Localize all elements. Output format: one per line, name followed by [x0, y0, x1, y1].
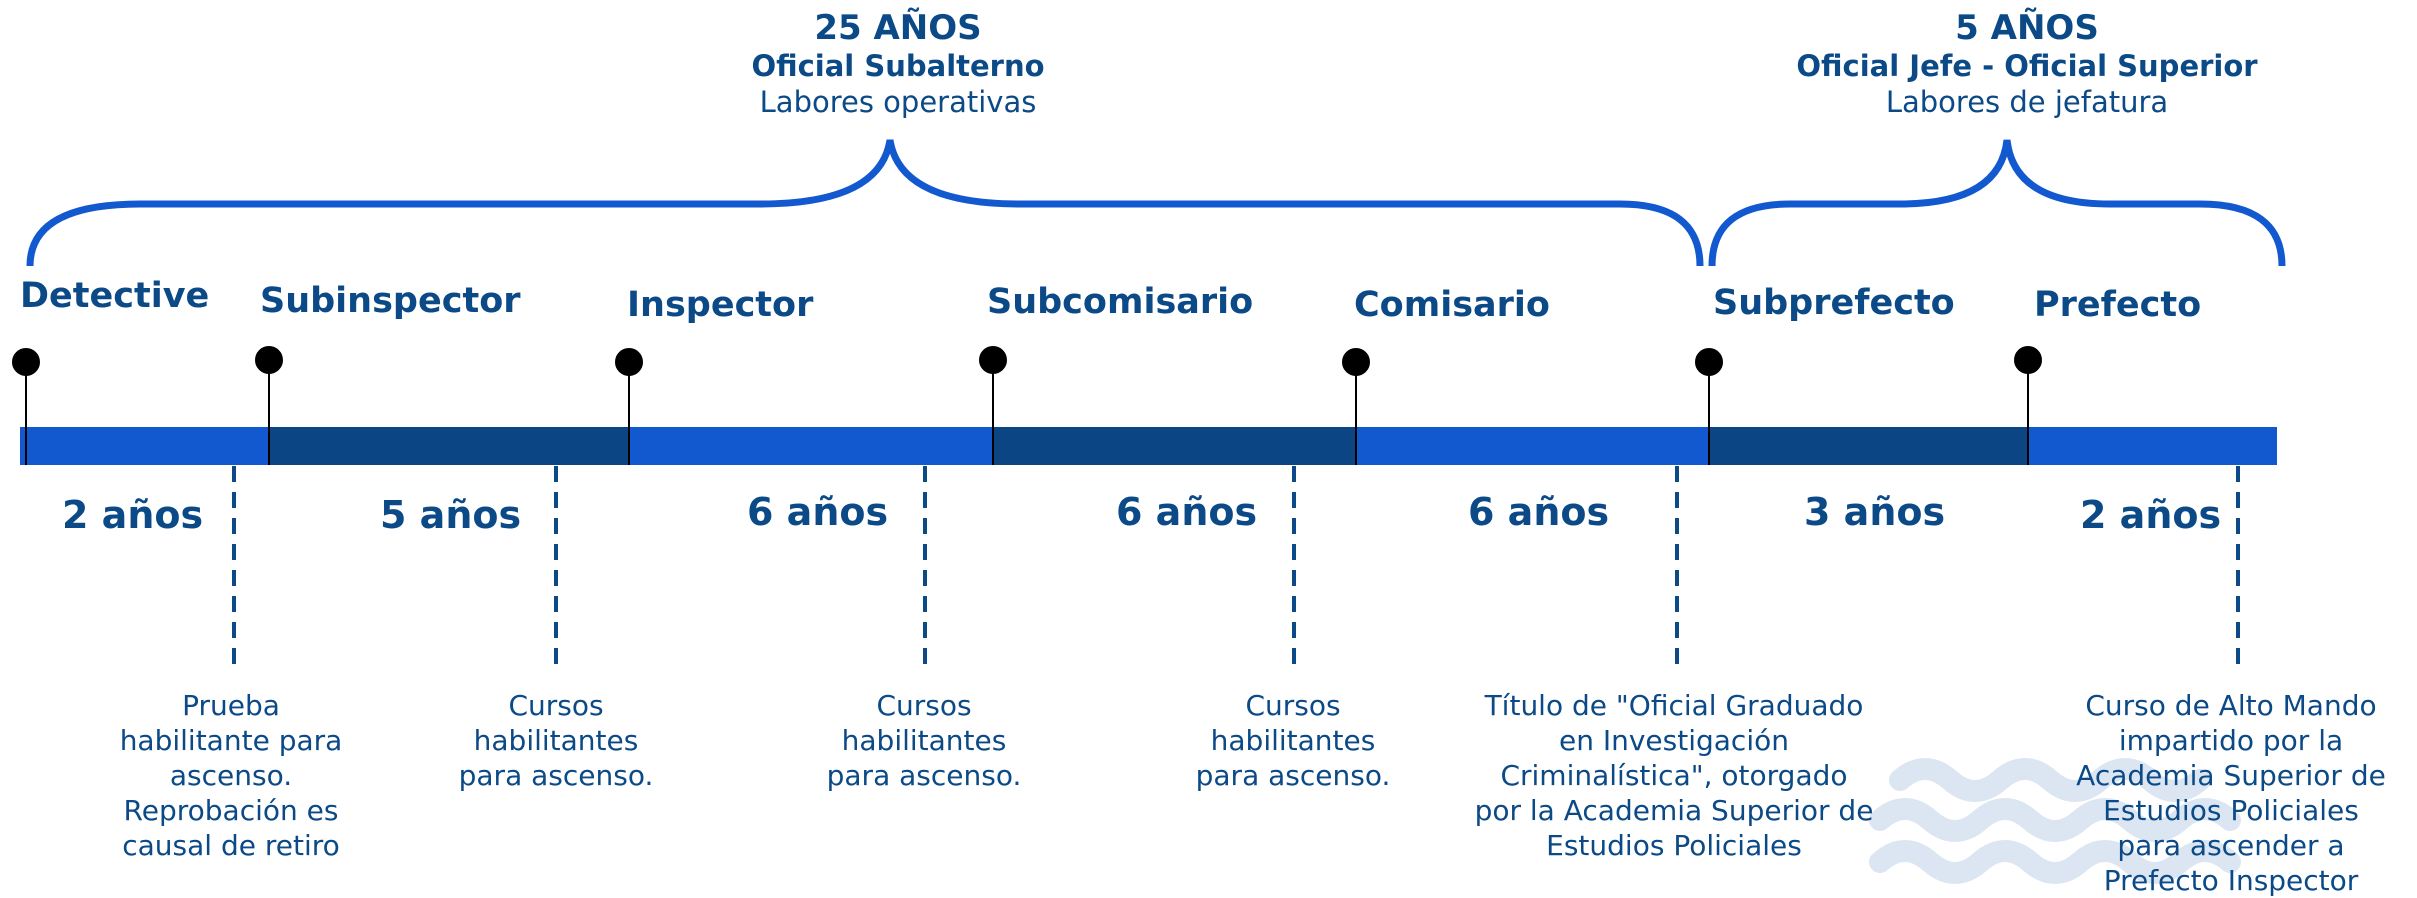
pin-subcomisario	[979, 346, 1007, 374]
duration-label-1: 2 años	[62, 493, 204, 537]
requirement-note-5: Título de "Oficial Graduado en Investiga…	[1474, 689, 1874, 862]
requirement-note-1: Prueba habilitante para ascenso. Reproba…	[119, 689, 343, 862]
segment-subcomisario	[993, 427, 1356, 465]
requirement-note-3: Cursos habilitantes para ascenso.	[826, 689, 1022, 792]
duration-label-6: 3 años	[1804, 490, 1946, 534]
rank-label-comisario: Comisario	[1354, 285, 1550, 325]
header-years: 25 AÑOS	[814, 8, 982, 48]
segment-detective	[20, 427, 269, 465]
pin-subinspector	[255, 346, 283, 374]
rank-label-inspector: Inspector	[627, 285, 814, 325]
rank-label-prefecto: Prefecto	[2034, 285, 2202, 325]
rank-label-subprefecto: Subprefecto	[1713, 283, 1955, 323]
header-years: 5 AÑOS	[1955, 8, 2099, 48]
segment-subinspector	[269, 427, 629, 465]
duration-label-4: 6 años	[1116, 490, 1258, 534]
header-role: Oficial Subalterno	[751, 49, 1045, 83]
header-description: Labores operativas	[759, 85, 1037, 119]
rank-label-subinspector: Subinspector	[260, 281, 521, 321]
duration-label-7: 2 años	[2080, 493, 2222, 537]
segment-subprefecto	[1709, 427, 2028, 465]
duration-label-5: 6 años	[1468, 490, 1610, 534]
segment-prefecto	[2028, 427, 2277, 465]
pin-subprefecto	[1695, 348, 1723, 376]
requirement-lines	[232, 466, 2240, 672]
pin-inspector	[615, 348, 643, 376]
pin-prefecto	[2014, 346, 2042, 374]
segment-inspector	[629, 427, 993, 465]
pin-detective	[12, 348, 40, 376]
rank-label-detective: Detective	[20, 276, 210, 316]
pin-comisario	[1342, 348, 1370, 376]
duration-label-3: 6 años	[747, 490, 889, 534]
rank-markers	[12, 346, 2042, 465]
header-description: Labores de jefatura	[1885, 85, 2169, 119]
rank-label-subcomisario: Subcomisario	[987, 282, 1254, 322]
duration-label-2: 5 años	[380, 493, 522, 537]
header-role: Oficial Jefe - Oficial Superior	[1796, 49, 2258, 83]
requirement-note-6: Curso de Alto Mando impartido por la Aca…	[2076, 689, 2386, 897]
brace-oficial-jefe	[1708, 139, 2286, 267]
requirement-note-2: Cursos habilitantes para ascenso.	[458, 689, 654, 792]
header-oficial-subalterno: 25 AÑOS Oficial Subalterno Labores opera…	[588, 8, 1208, 120]
header-oficial-jefe: 5 AÑOS Oficial Jefe - Oficial Superior L…	[1717, 8, 2337, 120]
brace-oficial-subalterno	[26, 139, 1704, 267]
segment-comisario	[1356, 427, 1709, 465]
requirement-note-4: Cursos habilitantes para ascenso.	[1195, 689, 1391, 792]
watermark-logo	[1869, 758, 2241, 884]
